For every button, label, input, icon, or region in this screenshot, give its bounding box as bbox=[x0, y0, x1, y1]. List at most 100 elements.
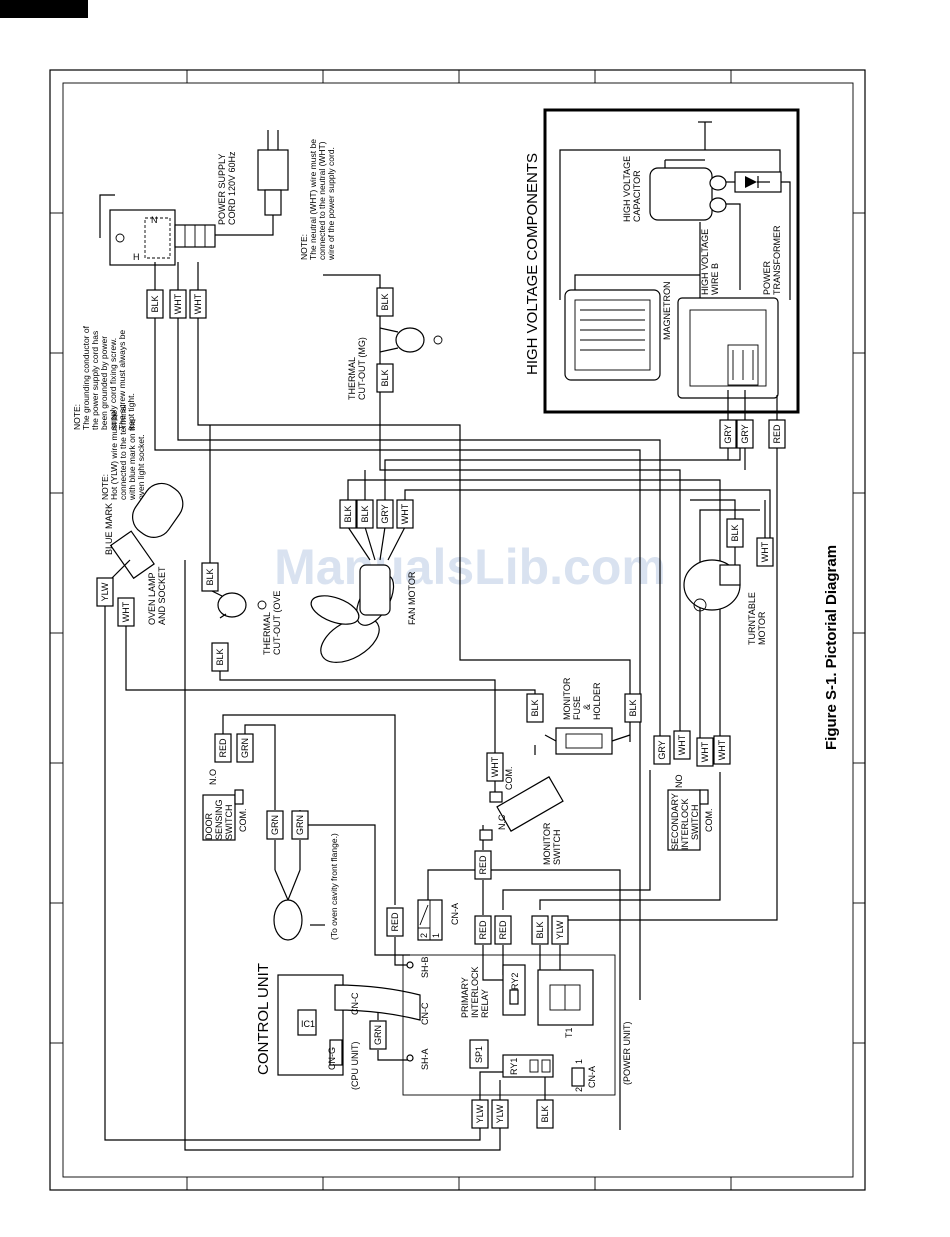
ic1-label: IC1 bbox=[301, 1019, 315, 1029]
secondary-label-1: SECONDARY bbox=[670, 793, 680, 850]
wire-tag-blk: BLK bbox=[356, 499, 374, 529]
wire-tag-grn: GRN bbox=[236, 733, 254, 763]
oven-lamp-label-1: OVEN LAMP bbox=[147, 572, 157, 625]
frame-ticks bbox=[50, 70, 865, 1190]
cpu-unit bbox=[277, 974, 421, 1076]
wire-tag-wht: WHT bbox=[189, 289, 207, 319]
svg-text:NOTE:: NOTE: bbox=[299, 234, 309, 260]
door-sensing-switch bbox=[202, 789, 244, 841]
cn-a-upper-label: CN-A bbox=[450, 903, 460, 925]
sh-a-label: SH-A bbox=[420, 1048, 430, 1070]
wire-tag-label: GRN bbox=[240, 738, 250, 758]
wire-tag-label: RED bbox=[478, 855, 488, 875]
tc-ove-label-2: CUT-OUT (OVE bbox=[272, 591, 282, 655]
wire-tag-red: RED bbox=[386, 907, 404, 937]
wire-tag-grn: GRN bbox=[266, 810, 284, 840]
hv-capacitor bbox=[649, 159, 727, 221]
wire-tag-label: RED bbox=[390, 912, 400, 932]
svg-text:been grounded by power: been grounded by power bbox=[99, 336, 109, 430]
inner-frame bbox=[62, 82, 854, 1178]
tc-mg-label-1: THERMAL bbox=[347, 357, 357, 400]
secondary-no: NO bbox=[674, 775, 684, 789]
wire-tag-label: BLK bbox=[628, 699, 638, 716]
door-switch-label-1: DOOR bbox=[204, 812, 214, 840]
wire-tag-label: RED bbox=[772, 424, 782, 444]
wire-tag-red: RED bbox=[214, 733, 232, 763]
secondary-com: COM. bbox=[704, 809, 714, 833]
wire-tag-red: RED bbox=[768, 419, 786, 449]
wire-tag-label: GRY bbox=[740, 424, 750, 443]
blue-mark-label: BLUE MARK bbox=[104, 503, 114, 555]
capacitor-label-2: CAPACITOR bbox=[632, 170, 642, 222]
wire-tag-label: GRY bbox=[657, 740, 667, 759]
secondary-label-3: SWITCH bbox=[690, 805, 700, 841]
svg-text:The neutral (WHT) wire must be: The neutral (WHT) wire must be bbox=[308, 139, 318, 260]
capacitor-label-1: HIGH VOLTAGE bbox=[622, 156, 632, 222]
magnetron bbox=[564, 289, 661, 381]
wire-tag-grn: GRN bbox=[291, 810, 309, 840]
figure-caption: Figure S-1. Pictorial Diagram bbox=[823, 545, 840, 750]
cn-c-label-cpu: CN-C bbox=[350, 992, 360, 1015]
wire-tag-red: RED bbox=[474, 915, 492, 945]
wire-tag-label: BLK bbox=[380, 293, 390, 310]
power-unit-label: (POWER UNIT) bbox=[622, 1022, 632, 1086]
svg-text:The grounding conductor of: The grounding conductor of bbox=[81, 325, 91, 430]
wire-tag-label: BLK bbox=[380, 369, 390, 386]
monitor-switch-label-1: MONITOR bbox=[542, 822, 552, 865]
wire-tag-label: YLW bbox=[495, 1104, 505, 1123]
wire-tag-gry: GRY bbox=[736, 419, 754, 449]
wire-tag-label: YLW bbox=[555, 920, 565, 939]
outer-frame bbox=[49, 69, 866, 1191]
power-cord-label-1: POWER SUPPLY bbox=[217, 154, 227, 225]
wire-tag-label: GRN bbox=[295, 815, 305, 835]
cpu-unit-label: (CPU UNIT) bbox=[350, 1042, 360, 1091]
wire-tag-gry: GRY bbox=[719, 419, 737, 449]
door-switch-label-2: SENSING bbox=[214, 799, 224, 840]
wire-tag-label: WHT bbox=[121, 601, 131, 622]
wire-tag-ylw: YLW bbox=[491, 1099, 509, 1129]
tc-ove-label-1: THERMAL bbox=[262, 612, 272, 655]
svg-text:The screw must always be: The screw must always be bbox=[117, 330, 127, 430]
cn-a-pin2: 2 bbox=[419, 933, 429, 938]
cn-a-pin1: 1 bbox=[431, 933, 441, 938]
wire-tag-blk: BLK bbox=[211, 642, 229, 672]
wire-tag-label: YLW bbox=[475, 1104, 485, 1123]
wire-tag-blk: BLK bbox=[376, 287, 394, 317]
power-plug bbox=[185, 130, 289, 236]
monitor-switch-label-2: SWITCH bbox=[552, 830, 562, 866]
turntable-label-1: TURNTABLE bbox=[747, 592, 757, 645]
svg-text:Hot (YLW) wire must be: Hot (YLW) wire must be bbox=[109, 410, 119, 500]
thermal-cutout-ove bbox=[209, 589, 267, 619]
page-tab bbox=[0, 0, 88, 18]
transformer-label-1: POWER bbox=[762, 260, 772, 295]
wire-tag-label: WHT bbox=[400, 503, 410, 524]
t1-label: T1 bbox=[564, 1027, 574, 1038]
fuse-label-2: FUSE bbox=[572, 696, 582, 720]
cn-a-lower-pin2: 2 bbox=[574, 1087, 584, 1092]
wire-tag-label: YLW bbox=[100, 582, 110, 601]
monitor-nc: N.C bbox=[497, 814, 507, 830]
cn-a-connector-upper bbox=[417, 899, 443, 941]
svg-text:kept tight.: kept tight. bbox=[126, 393, 136, 430]
wire-tag-red: RED bbox=[494, 915, 512, 945]
door-switch-com: COM. bbox=[238, 809, 248, 833]
grounding-note: NOTE: The grounding conductor of the pow… bbox=[72, 325, 136, 430]
terminal-h: H bbox=[133, 252, 140, 262]
ry2-label: RY2 bbox=[510, 973, 520, 990]
turntable-motor bbox=[683, 559, 741, 612]
svg-text:oven light socket.: oven light socket. bbox=[136, 434, 146, 500]
wire-tag-blk: BLK bbox=[726, 518, 744, 548]
svg-text:wire of the power supply cord.: wire of the power supply cord. bbox=[326, 147, 336, 261]
wire-tag-blk: BLK bbox=[526, 693, 544, 723]
cavity-flange-note: (To oven cavity front flange.) bbox=[329, 833, 339, 940]
oven-lamp-label-2: AND SOCKET bbox=[157, 566, 167, 625]
wire-tag-label: WHT bbox=[760, 541, 770, 562]
wire-tag-ylw: YLW bbox=[551, 915, 569, 945]
wire-tag-ylw: YLW bbox=[96, 577, 114, 607]
fuse-label-3: & bbox=[582, 704, 592, 710]
wire-tag-wht: WHT bbox=[673, 730, 691, 760]
wire-tag-gry: GRY bbox=[376, 499, 394, 529]
power-transformer bbox=[677, 297, 779, 399]
